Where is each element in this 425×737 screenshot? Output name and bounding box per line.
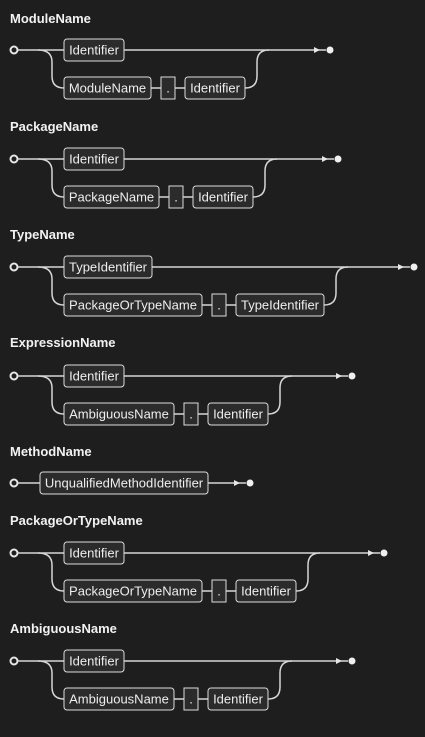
nonterminal-identifier: Identifier [192, 185, 254, 209]
rule-title: MethodName [10, 444, 92, 459]
nonterminal-identifier: Identifier [63, 38, 125, 62]
node-label: . [217, 298, 221, 313]
start-terminal [9, 154, 19, 164]
node-label: . [189, 692, 193, 707]
rule-title: PackageOrTypeName [10, 513, 143, 528]
nonterminal-package-name: PackageName [63, 185, 160, 209]
start-terminal [9, 478, 19, 488]
end-arrow [398, 264, 404, 270]
end-arrow [336, 658, 342, 664]
node-label: Identifier [69, 152, 120, 167]
nonterminal-identifier: Identifier [207, 402, 269, 426]
node-label: PackageOrTypeName [69, 298, 197, 313]
node-label: TypeIdentifier [69, 260, 148, 275]
nonterminal-identifier: Identifier [235, 579, 297, 603]
node-label: . [174, 190, 178, 205]
node-label: . [217, 584, 221, 599]
rule-title: TypeName [10, 227, 75, 242]
nonterminal-identifier: Identifier [207, 687, 269, 711]
node-label: Identifier [213, 407, 264, 422]
rule-title: ExpressionName [10, 335, 116, 350]
node-label: UnqualifiedMethodIdentifier [45, 476, 204, 491]
end-arrow [314, 47, 320, 53]
rule-title: AmbiguousName [10, 621, 117, 636]
node-label: Identifier [69, 546, 120, 561]
nonterminal-type-identifier: TypeIdentifier [63, 255, 153, 279]
terminal-dot: . [183, 687, 199, 711]
node-label: Identifier [190, 81, 241, 96]
end-terminal [246, 479, 254, 487]
nonterminal-package-or-type-name: PackageOrTypeName [63, 579, 203, 603]
start-terminal [9, 262, 19, 272]
node-label: TypeIdentifier [241, 298, 320, 313]
node-label: AmbiguousName [69, 692, 169, 707]
end-arrow [234, 480, 240, 486]
end-arrow [322, 156, 328, 162]
terminal-dot: . [211, 293, 227, 317]
end-terminal [348, 372, 356, 380]
rule-title: ModuleName [10, 11, 91, 26]
rule-title: PackageName [10, 119, 99, 134]
nonterminal-identifier: Identifier [184, 76, 246, 100]
node-label: PackageOrTypeName [69, 584, 197, 599]
end-terminal [334, 155, 342, 163]
start-terminal [9, 548, 19, 558]
nonterminal-package-or-type-name: PackageOrTypeName [63, 293, 203, 317]
nonterminal-ambiguous-name: AmbiguousName [63, 687, 175, 711]
node-label: . [189, 407, 193, 422]
node-label: ModuleName [69, 81, 146, 96]
node-label: Identifier [69, 369, 120, 384]
end-arrow [336, 373, 342, 379]
nonterminal-identifier: Identifier [63, 541, 125, 565]
nonterminal-type-identifier: TypeIdentifier [235, 293, 325, 317]
start-terminal [9, 45, 19, 55]
node-label: Identifier [241, 584, 292, 599]
nonterminal-identifier: Identifier [63, 364, 125, 388]
end-terminal [326, 46, 334, 54]
node-label: Identifier [198, 190, 249, 205]
nonterminal-module-name: ModuleName [63, 76, 152, 100]
nonterminal-unqualified-method-identifier: UnqualifiedMethodIdentifier [39, 471, 209, 495]
end-arrow [368, 550, 374, 556]
start-terminal [9, 656, 19, 666]
nonterminal-identifier: Identifier [63, 649, 125, 673]
node-label: Identifier [69, 654, 120, 669]
node-label: PackageName [69, 190, 154, 205]
node-label: Identifier [213, 692, 264, 707]
start-terminal [9, 371, 19, 381]
node-label: . [166, 81, 170, 96]
end-terminal [380, 549, 388, 557]
node-label: Identifier [69, 43, 120, 58]
node-label: AmbiguousName [69, 407, 169, 422]
end-terminal [410, 263, 418, 271]
nonterminal-identifier: Identifier [63, 147, 125, 171]
end-terminal [348, 657, 356, 665]
terminal-dot: . [160, 76, 176, 100]
